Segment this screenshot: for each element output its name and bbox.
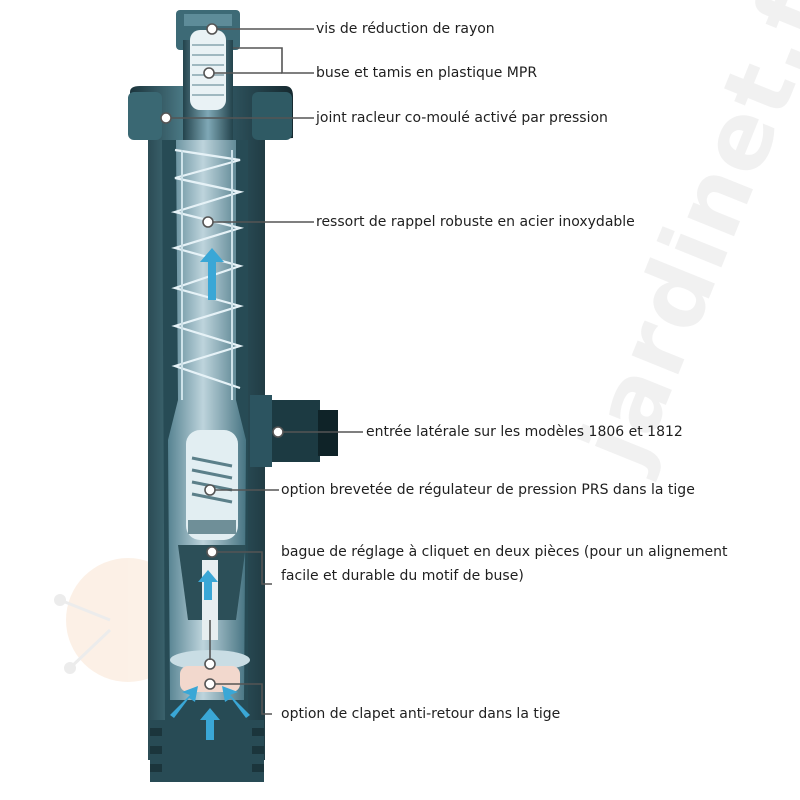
callout-retraction-spring: ressort de rappel robuste en acier inoxy… [316,214,635,230]
callout-radius-reduction-screw: vis de réduction de rayon [316,21,495,37]
callout-check-valve: option de clapet anti-retour dans la tig… [281,706,561,722]
callout-side-inlet: entrée latérale sur les modèles 1806 et … [366,424,683,440]
leader-lines [160,23,363,715]
callout-nozzle-and-screen: buse et tamis en plastique MPR [316,65,538,81]
callout-pressure-regulator: option brevetée de régulateur de pressio… [281,482,695,498]
callout-ratchet-ring: bague de réglage à cliquet en deux pièce… [281,544,728,584]
callout-wiper-seal: joint racleur co-moulé activé par pressi… [316,110,608,126]
water-flow-arrows [170,248,250,740]
